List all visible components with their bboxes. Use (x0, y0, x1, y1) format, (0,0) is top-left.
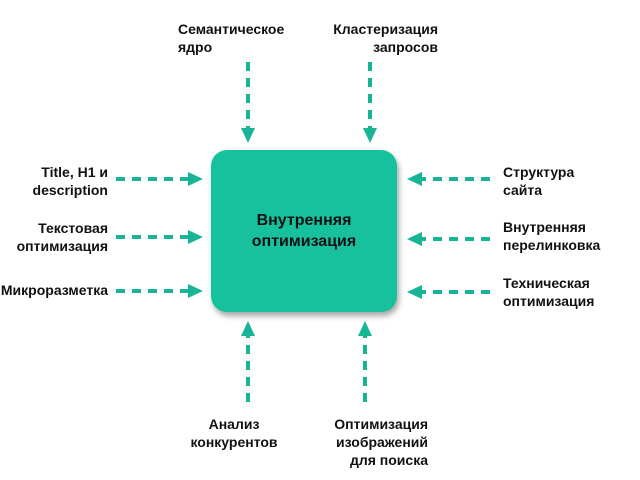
node-competitor-analysis: Анализ конкурентов (190, 416, 278, 450)
node-internal-linking: Внутренняя перелинковка (503, 219, 601, 253)
node-text-optimization: Текстовая оптимизация (16, 220, 108, 254)
arrow-right-3-head (407, 285, 422, 299)
arrow-left-2-head (188, 230, 203, 244)
arrow-left-1-head (188, 172, 203, 186)
arrow-right-2-head (407, 232, 422, 246)
arrow-bottom-left-head (241, 321, 255, 336)
arrow-top-left-head (241, 128, 255, 143)
central-node: Внутренняя оптимизация (211, 150, 397, 312)
node-query-clustering: Кластеризация запросов (333, 21, 438, 55)
arrow-left-3-head (188, 284, 203, 298)
node-site-structure: Структура сайта (503, 164, 575, 198)
arrow-bottom-right-head (358, 321, 372, 336)
node-microdata: Микроразметка (0, 282, 108, 298)
node-title-h1-description: Title, H1 и description (32, 164, 108, 198)
arrow-top-right-head (363, 128, 377, 143)
node-technical-optimization: Техническая оптимизация (503, 275, 595, 309)
central-node-label: Внутренняя оптимизация (251, 212, 357, 250)
arrow-right-1-head (407, 172, 422, 186)
node-image-optimization: Оптимизация изображений для поиска (334, 416, 428, 468)
node-semantic-core: Семантическое ядро (178, 21, 285, 55)
